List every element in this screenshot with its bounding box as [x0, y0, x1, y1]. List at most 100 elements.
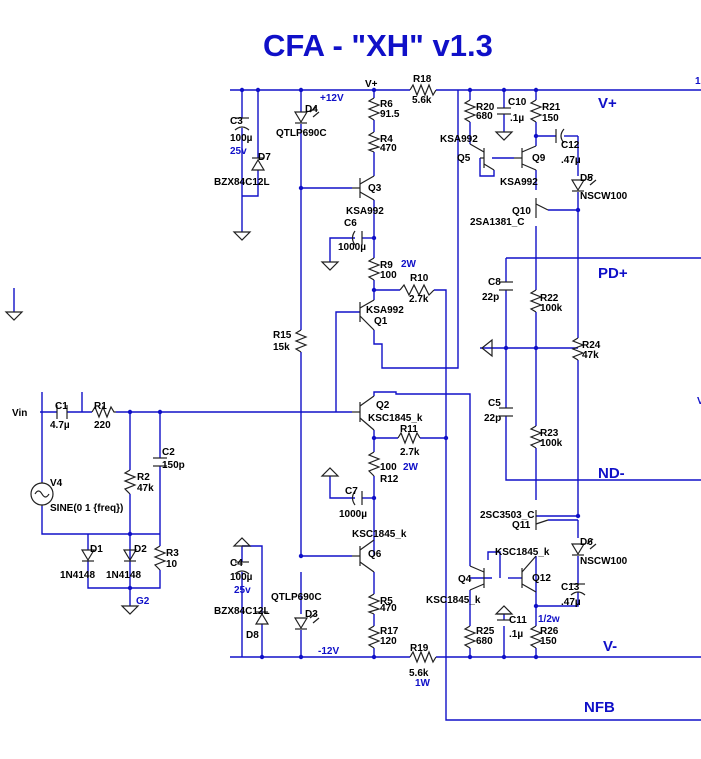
- wires: [13, 89, 701, 721]
- d5-ref: D5: [580, 173, 593, 184]
- r22-value: 100k: [540, 303, 563, 314]
- r18-ref: R18: [413, 74, 432, 85]
- q3-value: KSA992: [346, 206, 384, 217]
- q11-ref: Q11: [512, 520, 531, 531]
- r19-power: 1W: [415, 678, 431, 689]
- c11-ref: C11: [509, 615, 527, 626]
- c13-value: .47µ: [561, 597, 581, 608]
- c2-ref: C2: [162, 447, 175, 458]
- c7-value: 1000µ: [339, 509, 367, 520]
- r23-value: 100k: [540, 438, 563, 449]
- r9-power: 2W: [401, 259, 417, 270]
- d5-value: NSCW100: [580, 191, 628, 202]
- net-vplus: V+: [598, 95, 617, 112]
- c12-value: .47µ: [561, 155, 581, 166]
- q1-value: KSA992: [366, 305, 404, 316]
- c1-value: 4.7µ: [50, 420, 70, 431]
- q9-ref: Q9: [532, 153, 546, 164]
- c4-ref: C4: [230, 558, 243, 569]
- q4-value: KSC1845_k: [426, 595, 481, 606]
- c4-value: 100µ: [230, 572, 253, 583]
- r26-value: 150: [540, 636, 557, 647]
- r2-value: 47k: [137, 483, 154, 494]
- c12-ref: C12: [561, 140, 580, 151]
- net-vminus: V-: [603, 638, 617, 655]
- r17-value: 120: [380, 636, 397, 647]
- component-labels: R1 220 R2 47k R3 10 R4 470 R5 470 R6 91.…: [50, 74, 628, 689]
- r11-ref: R11: [400, 424, 418, 435]
- q2-ref: Q2: [376, 400, 390, 411]
- r21-value: 150: [542, 113, 559, 124]
- r2-ref: R2: [137, 472, 150, 483]
- v4-ref: V4: [50, 478, 63, 489]
- r10-ref: R10: [410, 273, 429, 284]
- r20-ref: R20: [476, 102, 495, 113]
- rail-vplus: V+: [365, 79, 378, 90]
- q4-ref: Q4: [458, 574, 472, 585]
- r12-value: 100: [380, 462, 397, 473]
- r19-value: 5.6k: [409, 668, 429, 679]
- r4-ref: R4: [380, 134, 393, 145]
- d1-ref: D1: [90, 544, 103, 555]
- r18-value: 5.6k: [412, 95, 432, 106]
- junctions: [127, 87, 581, 660]
- q1-ref: Q1: [374, 316, 388, 327]
- c6-ref: C6: [344, 218, 357, 229]
- edge-label-2: V: [697, 396, 701, 407]
- c11-value: .1µ: [509, 629, 523, 640]
- c5-ref: C5: [488, 398, 501, 409]
- c5-value: 22p: [484, 413, 501, 424]
- q10-value: 2SA1381_C: [470, 217, 524, 228]
- net-nfb: NFB: [584, 699, 615, 716]
- r23-ref: R23: [540, 428, 559, 439]
- r26-ref: R26: [540, 626, 559, 637]
- q12-value: KSC1845_k: [495, 547, 550, 558]
- r17-ref: R17: [380, 626, 399, 637]
- r6-ref: R6: [380, 99, 393, 110]
- capacitor-symbols: [56, 107, 586, 621]
- c6-value: 1000µ: [338, 242, 366, 253]
- r21-ref: R21: [542, 102, 561, 113]
- c3-voltage: 25v: [230, 146, 247, 157]
- q6-value: KSC1845_k: [352, 529, 407, 540]
- net-pdplus: PD+: [598, 265, 628, 282]
- q12-ref: Q12: [532, 573, 551, 584]
- c2-value: 150p: [162, 460, 185, 471]
- r4-value: 470: [380, 143, 397, 154]
- d2-ref: D2: [134, 544, 147, 555]
- r20-value: 680: [476, 111, 493, 122]
- q9-value: KSA992: [500, 177, 538, 188]
- r12-ref: R12: [380, 474, 399, 485]
- c10-value: .1µ: [510, 113, 524, 124]
- q3-ref: Q3: [368, 183, 382, 194]
- r24-ref: R24: [582, 340, 601, 351]
- r1-ref: R1: [94, 401, 107, 412]
- ground-symbols: [4, 131, 514, 615]
- d7-value: BZX84C12L: [214, 177, 270, 188]
- rail-neg-supply: -12V: [318, 646, 339, 657]
- c1-ref: C1: [55, 401, 68, 412]
- r11-value: 2.7k: [400, 447, 420, 458]
- r5-ref: R5: [380, 596, 393, 607]
- transistor-symbols: [352, 143, 549, 593]
- r15-ref: R15: [273, 330, 292, 341]
- r3-value: 10: [166, 559, 178, 570]
- r22-ref: R22: [540, 293, 559, 304]
- r3-ref: R3: [166, 548, 179, 559]
- diode-symbols: [80, 106, 597, 630]
- rail-pos-supply: +12V: [320, 93, 344, 104]
- r26-power: 1/2w: [538, 614, 560, 625]
- r10-value: 2.7k: [409, 294, 429, 305]
- title: CFA - "XH" v1.3: [263, 28, 493, 63]
- d4-ref: D4: [305, 104, 318, 115]
- d8-ref: D8: [246, 630, 259, 641]
- net-vin: Vin: [12, 408, 27, 419]
- d3-ref: D3: [305, 609, 318, 620]
- edge-label-1: 1: [695, 76, 701, 87]
- c8-ref: C8: [488, 277, 501, 288]
- d3-value: QTLP690C: [271, 592, 322, 603]
- r24-value: 47k: [582, 350, 599, 361]
- d7-ref: D7: [258, 152, 271, 163]
- d2-value: 1N4148: [106, 570, 141, 581]
